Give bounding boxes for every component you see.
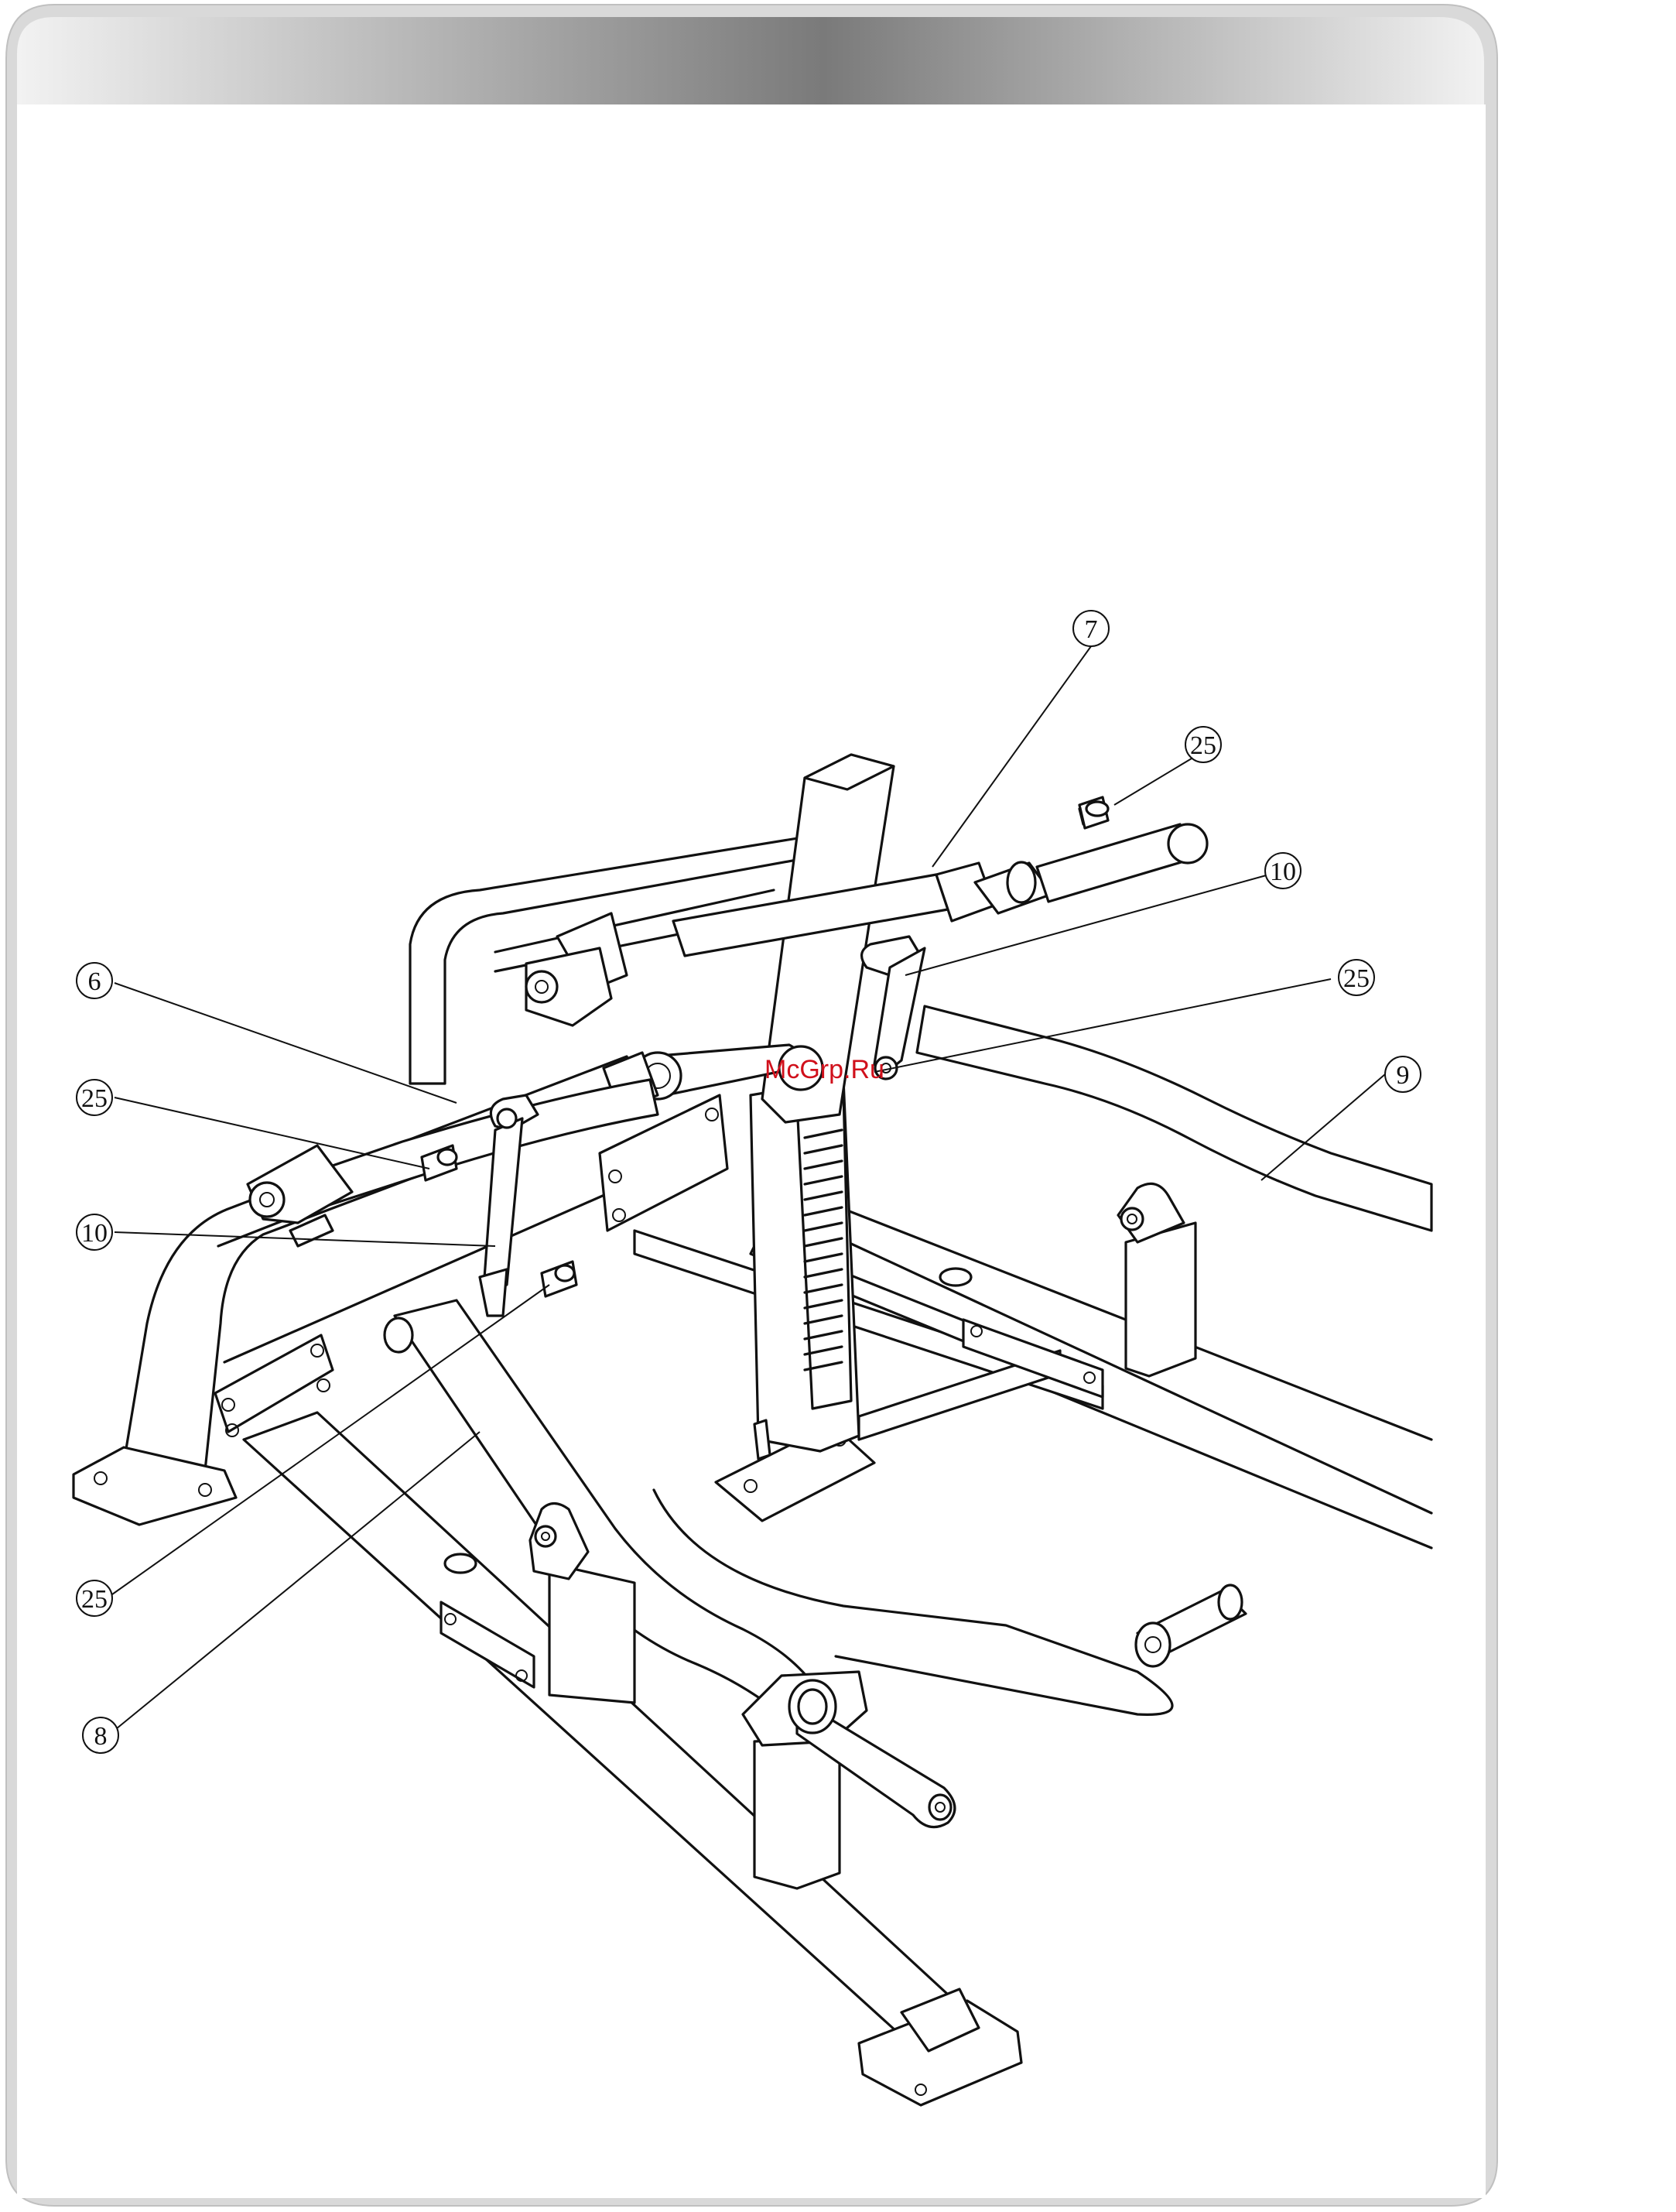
svg-text:8: 8 bbox=[94, 1722, 108, 1751]
callout-25-right: 25 bbox=[1339, 960, 1374, 995]
callout-25-bottom: 25 bbox=[77, 1580, 112, 1616]
watermark-text: McGrp.Ru bbox=[764, 1055, 884, 1084]
callout-10-right: 10 bbox=[1265, 853, 1301, 889]
callout-7: 7 bbox=[1073, 611, 1109, 646]
callout-6: 6 bbox=[77, 963, 112, 998]
svg-text:25: 25 bbox=[81, 1084, 108, 1113]
svg-text:10: 10 bbox=[1270, 858, 1296, 886]
svg-text:6: 6 bbox=[88, 967, 101, 996]
svg-text:25: 25 bbox=[1190, 731, 1216, 760]
callout-25-top: 25 bbox=[1185, 727, 1221, 762]
callout-25-left: 25 bbox=[77, 1080, 112, 1115]
svg-text:25: 25 bbox=[81, 1585, 108, 1614]
callout-9: 9 bbox=[1385, 1056, 1421, 1092]
callout-10-left: 10 bbox=[77, 1214, 112, 1250]
svg-text:7: 7 bbox=[1085, 615, 1098, 644]
main-column bbox=[751, 1080, 859, 1459]
svg-text:10: 10 bbox=[81, 1219, 108, 1248]
svg-text:9: 9 bbox=[1397, 1061, 1410, 1090]
header-band bbox=[17, 17, 1484, 104]
callout-8: 8 bbox=[83, 1717, 118, 1753]
svg-text:25: 25 bbox=[1343, 964, 1370, 993]
